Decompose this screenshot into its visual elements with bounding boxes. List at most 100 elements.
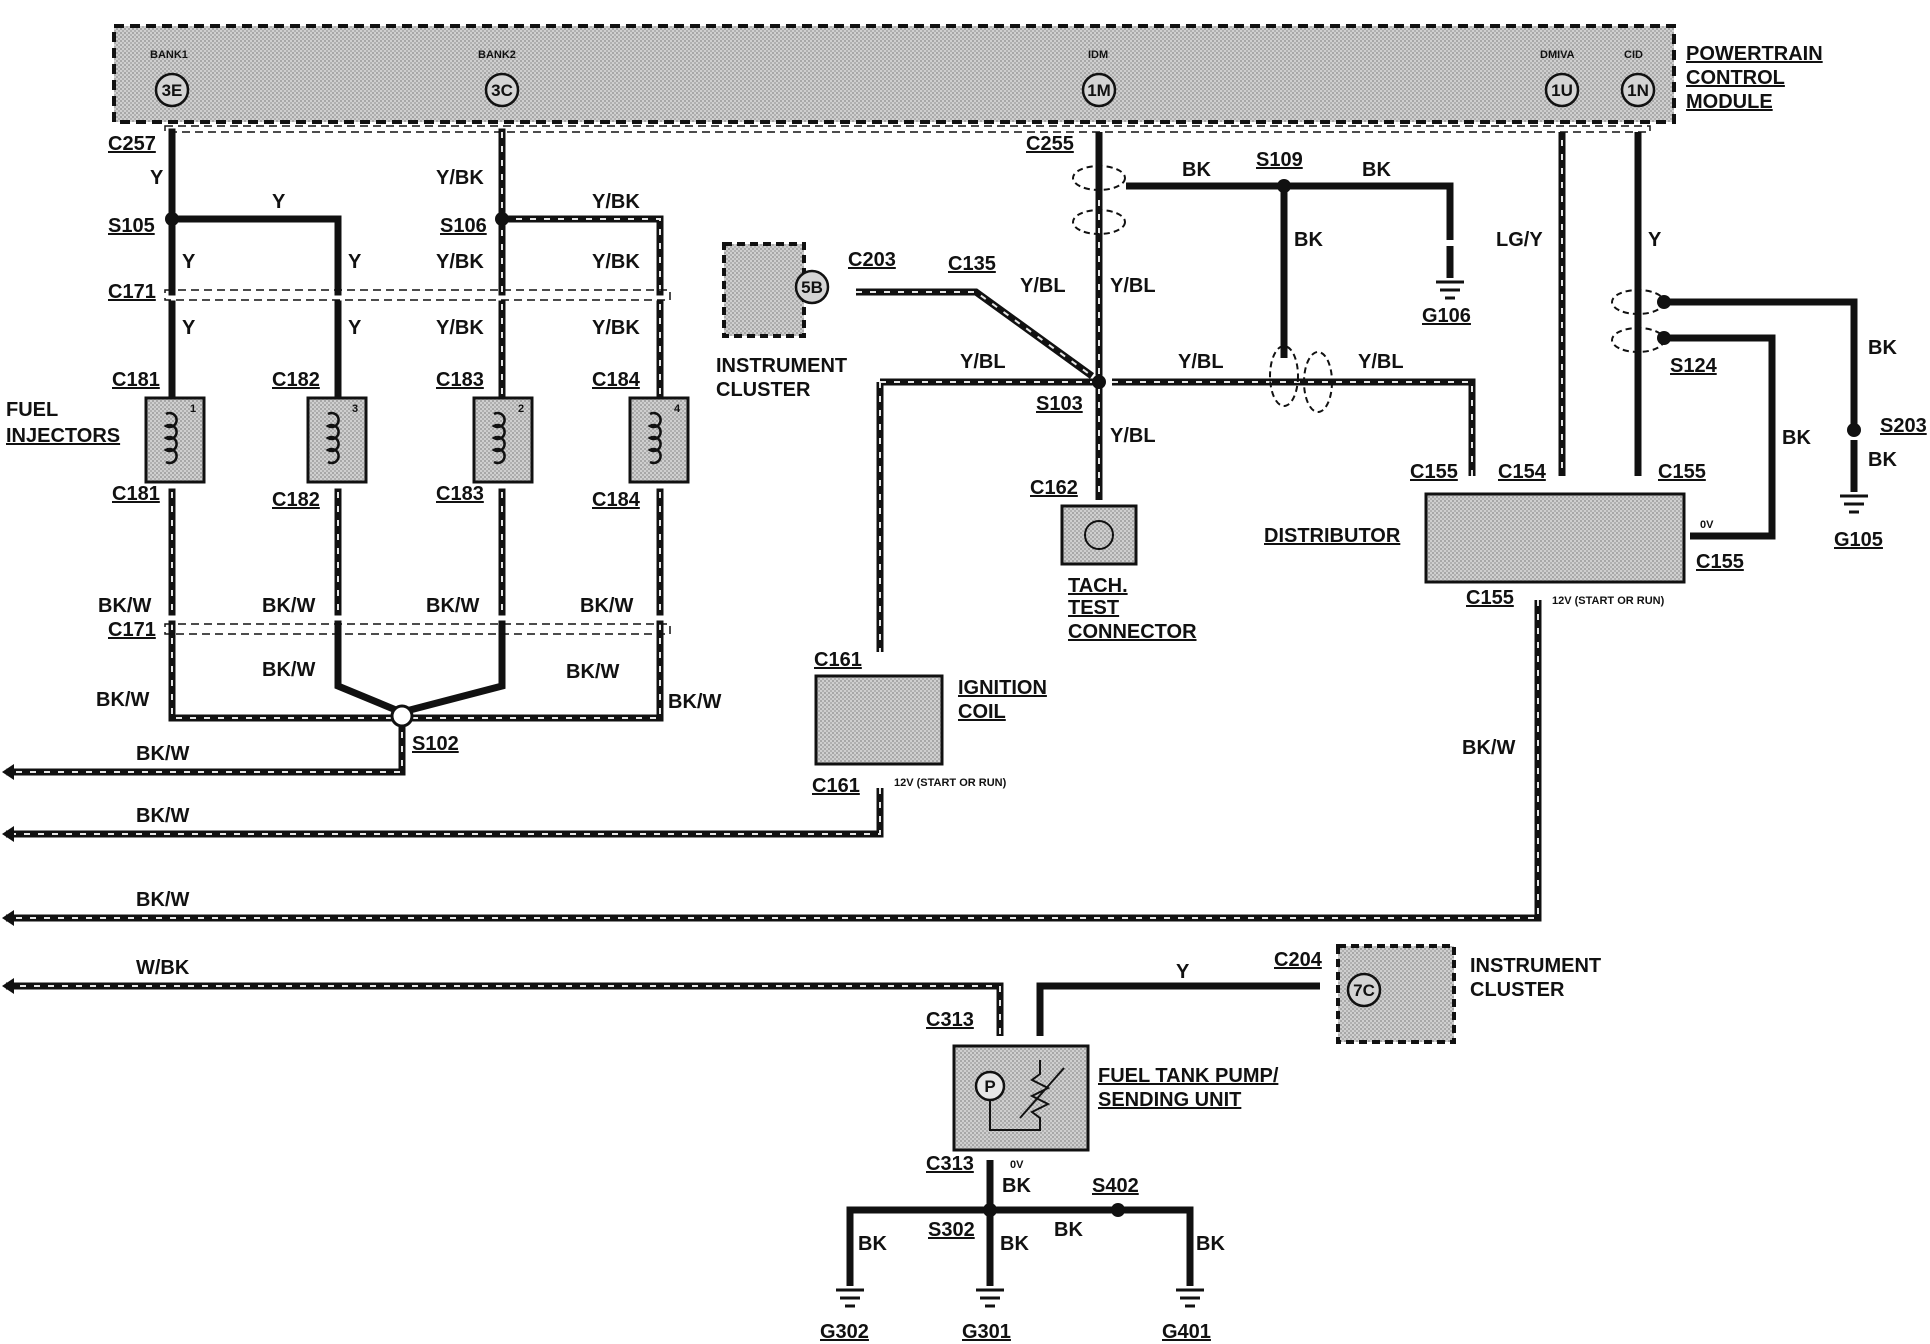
wire-label-bk-4: BK <box>1868 337 1897 359</box>
wire-label-bk-6: BK <box>1868 449 1897 471</box>
pcm-pin-3e: 3E <box>162 81 183 100</box>
connector-c162: C162 <box>1030 477 1078 499</box>
wire-label-y-8: Y <box>1176 961 1190 983</box>
wire-label-ybk-2: Y/BK <box>592 191 640 213</box>
connector-c155-b: C155 <box>1658 461 1706 483</box>
wire-label-ybk-1: Y/BK <box>436 167 484 189</box>
wire-label-bkw-6: BK/W <box>566 661 619 683</box>
tach-test-connector <box>1060 504 1138 566</box>
pump-symbol: P <box>984 1077 995 1096</box>
connector-c181-bot: C181 <box>112 483 160 505</box>
connector-c155-c: C155 <box>1696 551 1744 573</box>
distributor-voltage-12v: 12V (START OR RUN) <box>1552 595 1665 607</box>
pcm-pin-bank1: BANK1 3E <box>150 49 190 108</box>
wire-label-y-6: Y <box>348 317 362 339</box>
connector-c181-top: C181 <box>112 369 160 391</box>
distributor <box>1424 492 1686 584</box>
ground-g301: G301 <box>962 1321 1011 1343</box>
splice-s103-dot <box>1092 375 1106 389</box>
splice-s103: S103 <box>1036 393 1083 415</box>
wire-label-y-1: Y <box>150 167 164 189</box>
pcm-pin-idm: IDM 1M <box>1081 49 1117 108</box>
pcm-pin-bank2: BANK2 3C <box>478 49 520 108</box>
wire-label-ybl-4: Y/BL <box>1178 351 1224 373</box>
distributor-voltage-0v: 0V <box>1700 519 1714 531</box>
connector-c154: C154 <box>1498 461 1547 483</box>
instrument-cluster-1-label-2: CLUSTER <box>716 379 811 401</box>
splice-s402-dot <box>1111 1203 1125 1217</box>
connector-c183-top: C183 <box>436 369 484 391</box>
pcm-title-1: POWERTRAIN <box>1686 43 1823 65</box>
splice-s102: S102 <box>412 733 459 755</box>
coil-voltage-12v: 12V (START OR RUN) <box>894 777 1007 789</box>
wire-label-bkw-1: BK/W <box>98 595 151 617</box>
connector-c155-d: C155 <box>1466 587 1514 609</box>
wire-label-bkw-3: BK/W <box>426 595 479 617</box>
splice-s402: S402 <box>1092 1175 1139 1197</box>
fuel-injector-2: 2 <box>472 396 534 484</box>
splice-s302-dot <box>983 1203 997 1217</box>
ground-g302-symbol <box>836 1288 864 1308</box>
pcm-pin-cid-label: CID <box>1624 49 1643 61</box>
wire-label-ybk-4: Y/BK <box>592 251 640 273</box>
wire-label-bkw-4: BK/W <box>580 595 633 617</box>
wire-label-ybl-1: Y/BL <box>1020 275 1066 297</box>
ground-g401-symbol <box>1176 1288 1204 1308</box>
wire-label-bk-1: BK <box>1182 159 1211 181</box>
pcm-pin-dmiva: DMIVA 1U <box>1540 49 1580 108</box>
wire-label-bkw-9: BK/W <box>136 743 189 765</box>
wire-label-bkw-7: BK/W <box>96 689 149 711</box>
pcm-pin-bank1-label: BANK1 <box>150 49 188 61</box>
wire-label-bkw-10: BK/W <box>136 805 189 827</box>
wire-label-ybl-5: Y/BL <box>1358 351 1404 373</box>
ignition-coil-label-1: IGNITION <box>958 677 1047 699</box>
tach-label-1: TACH. <box>1068 575 1128 597</box>
ground-g401: G401 <box>1162 1321 1211 1343</box>
pcm-pin-bank2-label: BANK2 <box>478 49 516 61</box>
wire-label-bk-2: BK <box>1362 159 1391 181</box>
splice-s109: S109 <box>1256 149 1303 171</box>
fuel-pump-label-1: FUEL TANK PUMP/ <box>1098 1065 1279 1087</box>
wire-label-y-2: Y <box>272 191 286 213</box>
pcm-pin-1n: 1N <box>1627 81 1649 100</box>
splice-s105: S105 <box>108 215 155 237</box>
fuel-pump-wire-stripes <box>6 985 1001 1036</box>
wire-label-lgy: LG/Y <box>1496 229 1543 251</box>
wire-label-bkw-8: BK/W <box>668 691 721 713</box>
powertrain-control-module <box>112 24 1676 124</box>
wire-label-ybk-6: Y/BK <box>592 317 640 339</box>
pcm-title-2: CONTROL <box>1686 67 1785 89</box>
wire-label-bk-7: BK <box>1002 1175 1031 1197</box>
splice-s124-dot <box>1657 331 1671 345</box>
connector-c184-top: C184 <box>592 369 641 391</box>
ignition-wire-stripes <box>6 140 1563 919</box>
connector-c257: C257 <box>108 133 156 155</box>
ground-g105: G105 <box>1834 529 1883 551</box>
tach-label-3: CONNECTOR <box>1068 621 1197 643</box>
splice-s124: S124 <box>1670 355 1718 377</box>
wire-label-bkw-5: BK/W <box>262 659 315 681</box>
splice-s105-dot <box>165 212 179 226</box>
connector-c313-bot: C313 <box>926 1153 974 1175</box>
wire-label-bk-5: BK <box>1782 427 1811 449</box>
fuel-injectors-label-1: FUEL <box>6 399 58 421</box>
connector-c313-top: C313 <box>926 1009 974 1031</box>
wire-label-bk-9: BK <box>1054 1219 1083 1241</box>
splice-s109-dot <box>1277 179 1291 193</box>
instrument-cluster-2-label-2: CLUSTER <box>1470 979 1565 1001</box>
shield-symbols <box>1072 165 1665 413</box>
ground-g105-symbol <box>1840 494 1868 514</box>
connector-c155-a: C155 <box>1410 461 1458 483</box>
wire-label-y-3: Y <box>182 251 196 273</box>
connector-c161-bot: C161 <box>812 775 860 797</box>
fuel-pump-label-2: SENDING UNIT <box>1098 1089 1241 1111</box>
distributor-label: DISTRIBUTOR <box>1264 525 1401 547</box>
ignition-coil-label-2: COIL <box>958 701 1006 723</box>
fuel-pump-wires <box>6 982 1320 1286</box>
connector-c255: C255 <box>1026 133 1074 155</box>
instrument-cluster-2: 7C <box>1336 944 1456 1044</box>
pcm-title-3: MODULE <box>1686 91 1773 113</box>
wire-label-bkw-2: BK/W <box>262 595 315 617</box>
wire-label-wbk: W/BK <box>136 957 190 979</box>
